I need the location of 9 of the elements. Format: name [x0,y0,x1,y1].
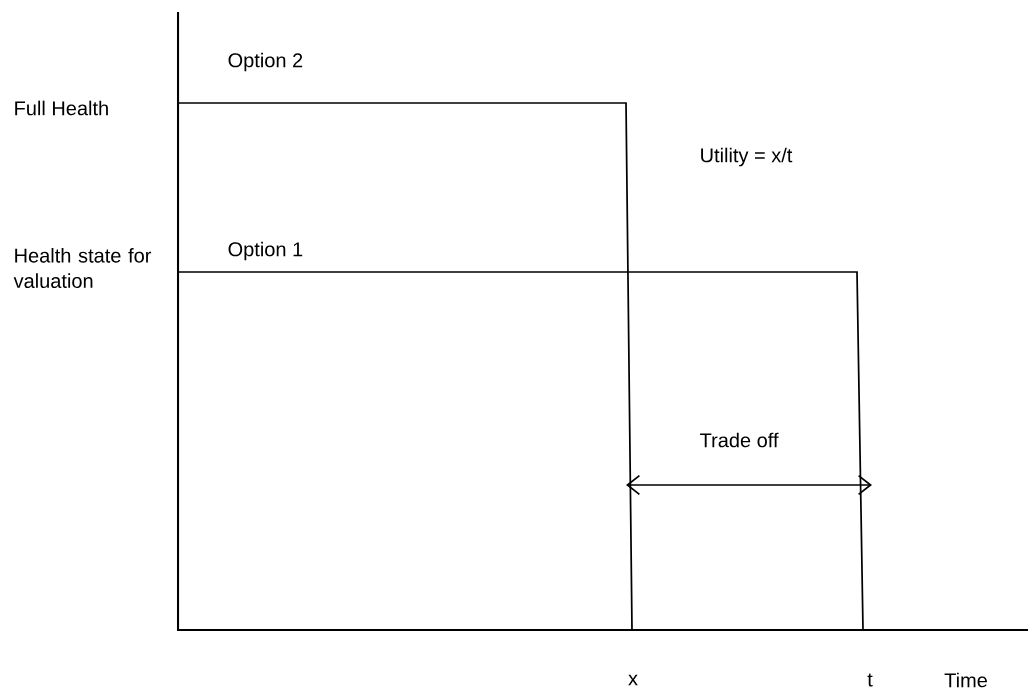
option-label: Option 2 [228,52,303,72]
formula-text: Utility = x/t [701,147,793,167]
axis-label: Health state for valuation [13,248,152,288]
axis-label: Time [944,672,987,688]
axis-label: x [628,674,638,686]
option-label: Option 1 [228,241,303,261]
trade-off-label: Trade off [700,432,779,448]
axis-label: Full Health [15,100,108,116]
axis-label: t [867,673,873,687]
